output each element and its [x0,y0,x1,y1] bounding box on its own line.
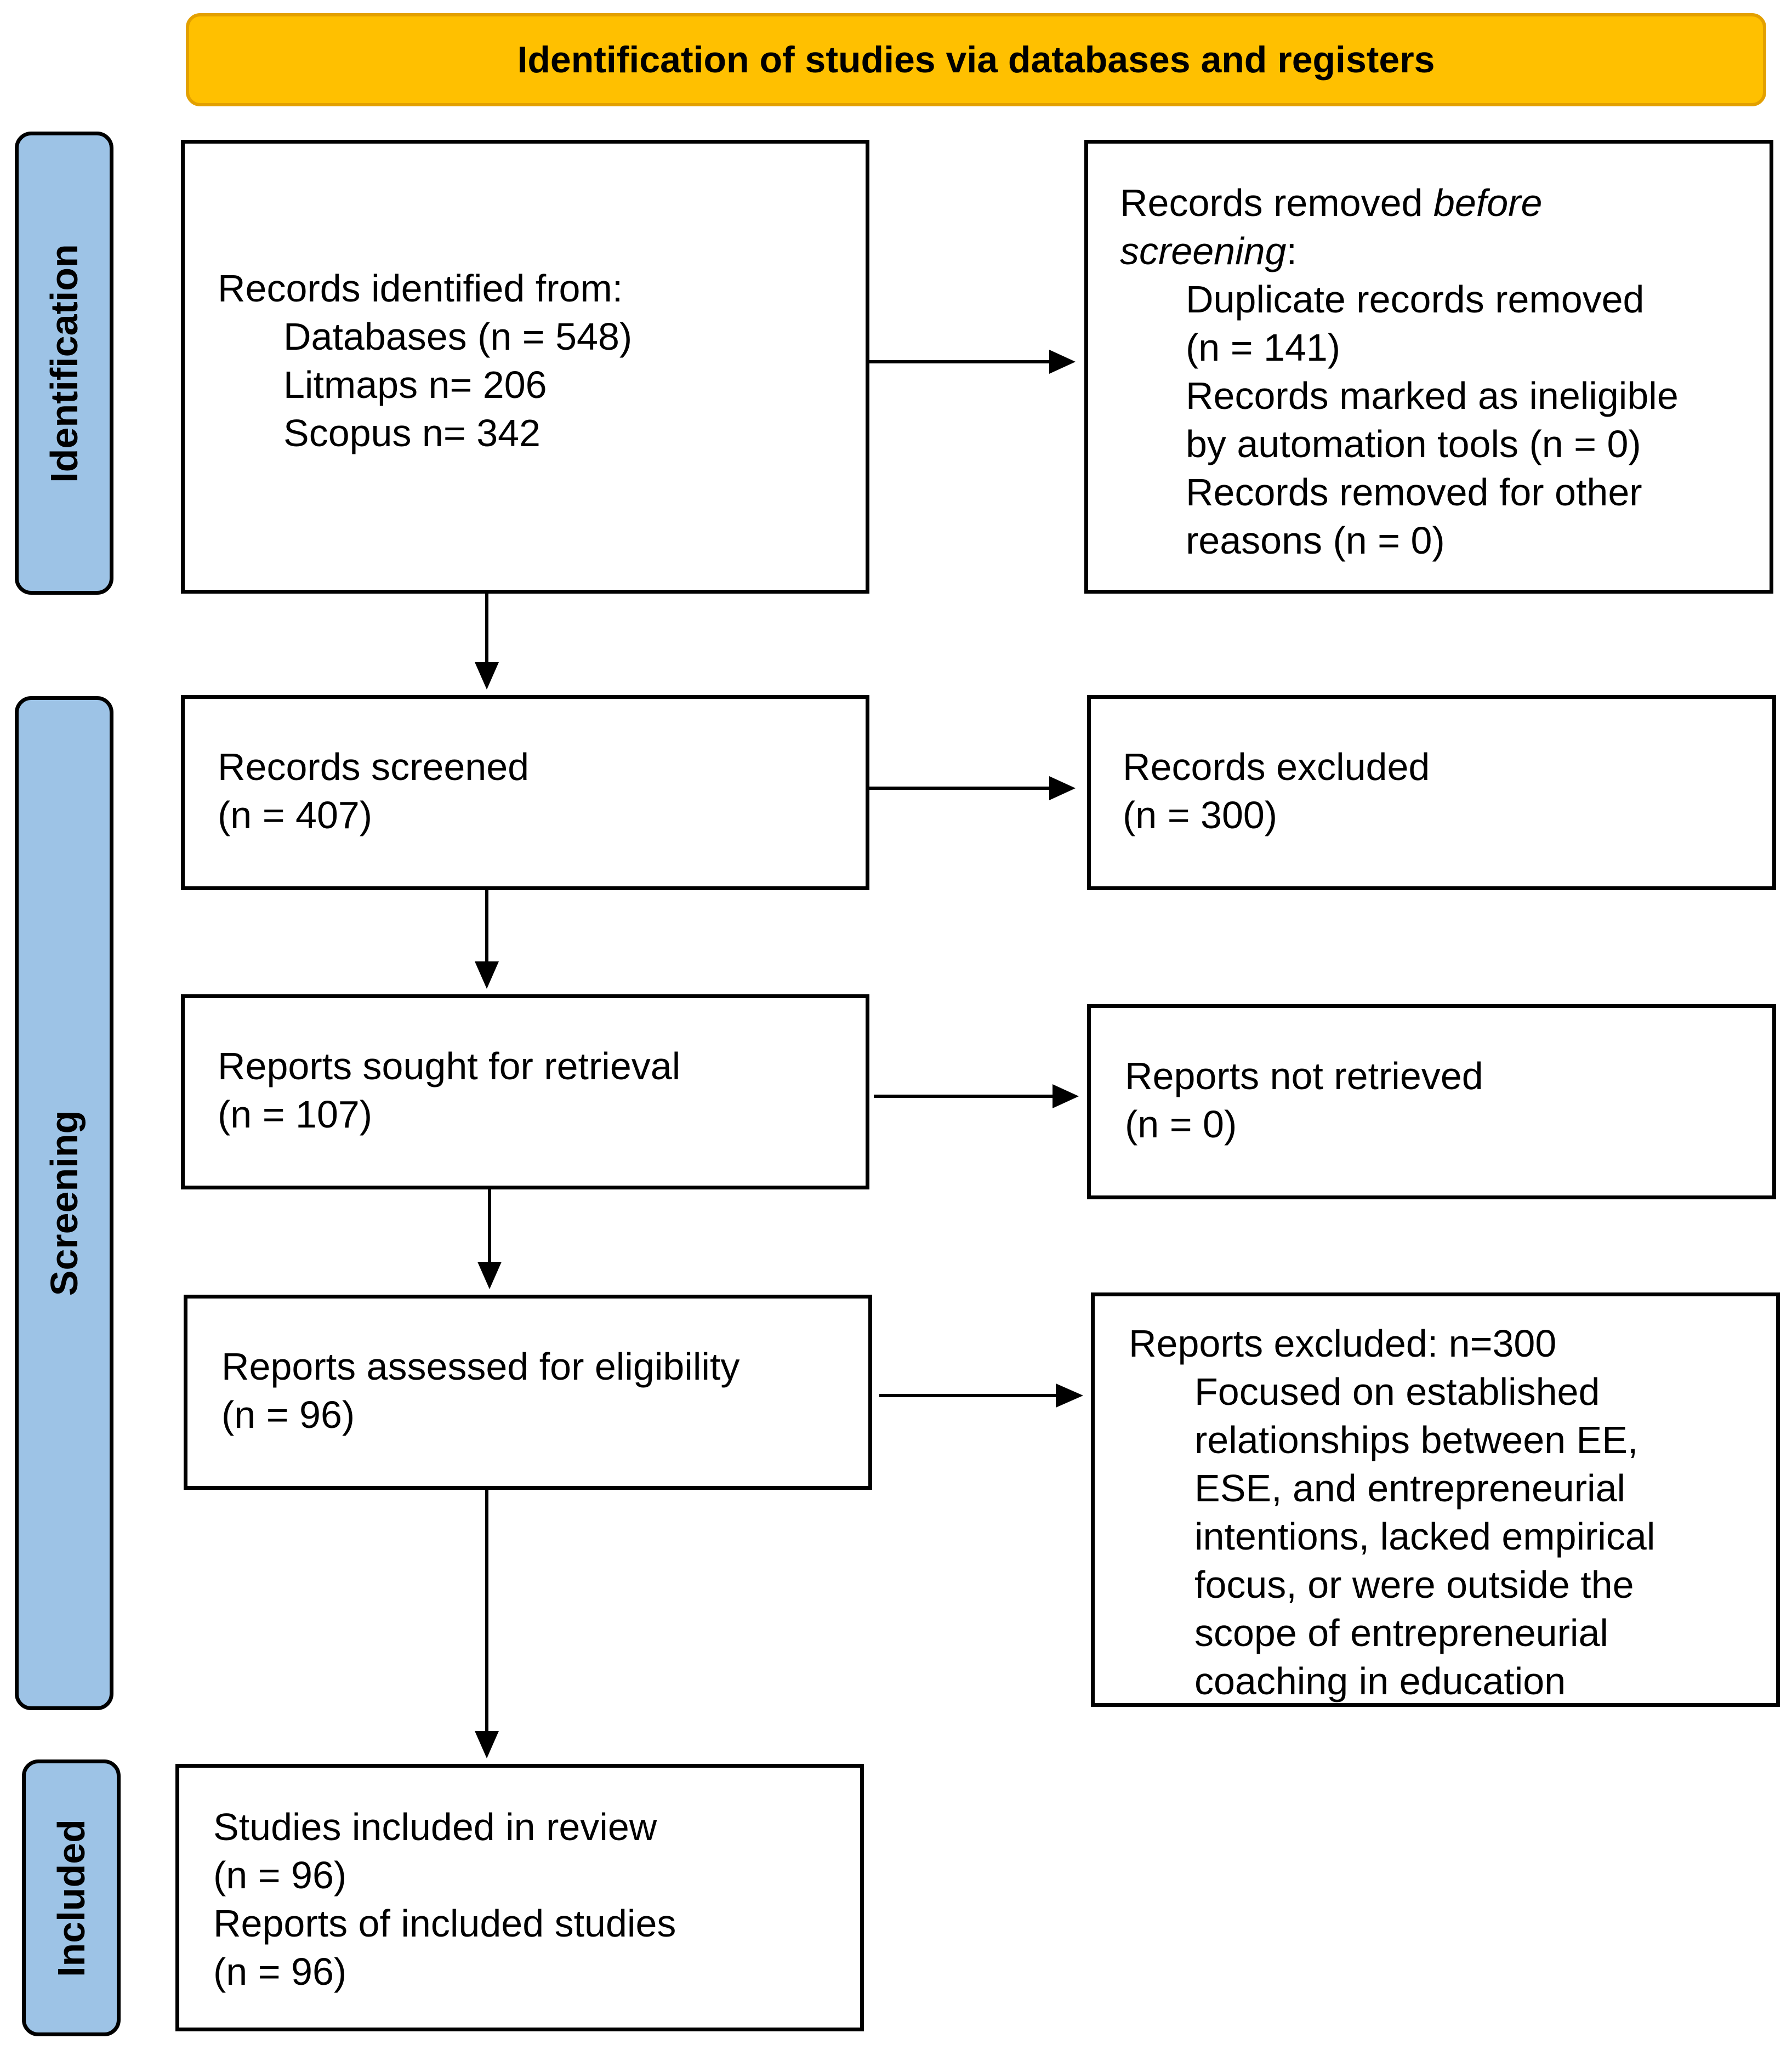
records-removed-title-suffix: : [1286,230,1297,272]
phase-identification: Identification [15,132,113,595]
records-screened-count: (n = 407) [218,794,373,836]
reports-assessed-count: (n = 96) [221,1393,355,1436]
arrowhead-screened-to-excluded [1049,776,1076,800]
records-removed-title: Records removed before [1120,179,1770,227]
records-identified-title: Records identified from: [218,267,623,310]
reports-excluded-title: Reports excluded: n=300 [1129,1322,1557,1365]
records-removed-ineligible: Records marked as ineligible [1186,374,1679,417]
records-removed-other-count: reasons (n = 0) [1186,519,1445,562]
reports-not-retrieved-box: Reports not retrieved (n = 0) [1087,1004,1776,1199]
header-banner: Identification of studies via databases … [186,13,1766,106]
arrowhead-identified-to-removed [1049,350,1076,374]
arrowhead-screened-to-sought [475,961,499,989]
reports-included-title: Reports of included studies [213,1902,676,1945]
reports-excluded-reason-line: relationships between EE, [1194,1419,1639,1461]
reports-excluded-reason-line: scope of entrepreneurial [1194,1611,1608,1654]
records-removed-box: Records removed before screening: Duplic… [1084,140,1773,594]
phase-included: Included [22,1759,121,2036]
records-removed-duplicates: Duplicate records removed [1186,278,1645,321]
reports-excluded-reason-line: Focused on established [1194,1370,1600,1413]
records-identified-box: Records identified from: Databases (n = … [181,140,869,594]
header-title: Identification of studies via databases … [517,39,1435,81]
reports-sought-title: Reports sought for retrieval [218,1045,681,1087]
records-excluded-count: (n = 300) [1123,794,1278,836]
reports-assessed-title: Reports assessed for eligibility [221,1345,740,1388]
reports-included-count: (n = 96) [213,1950,347,1993]
records-removed-other: Records removed for other [1186,471,1642,514]
records-identified-litmaps: Litmaps n= 206 [283,363,547,406]
records-identified-scopus: Scopus n= 342 [283,412,541,454]
reports-excluded-reason-line: intentions, lacked empirical [1194,1515,1656,1558]
records-identified-databases: Databases (n = 548) [283,315,633,358]
arrowhead-assessed-to-included [475,1731,499,1758]
reports-not-retrieved-title: Reports not retrieved [1125,1055,1483,1097]
arrowhead-sought-to-not-retrieved [1053,1084,1079,1108]
records-removed-title-emphasis-2: screening [1120,230,1287,272]
records-removed-ineligible-count: by automation tools (n = 0) [1186,423,1641,465]
reports-excluded-reason-line: coaching in education [1194,1660,1566,1702]
records-excluded-title: Records excluded [1123,745,1430,788]
reports-excluded-reason-line: ESE, and entrepreneurial [1194,1467,1626,1510]
records-screened-title: Records screened [218,745,530,788]
records-removed-title-prefix: Records removed [1120,181,1433,224]
reports-assessed-box: Reports assessed for eligibility (n = 96… [184,1295,872,1490]
records-excluded-box: Records excluded (n = 300) [1087,695,1776,890]
studies-included-count: (n = 96) [213,1854,347,1897]
reports-sought-count: (n = 107) [218,1093,373,1136]
arrowhead-sought-to-assessed [477,1262,502,1289]
records-removed-title-cont: screening: [1120,227,1770,275]
records-screened-box: Records screened (n = 407) [181,695,869,890]
reports-excluded-box: Reports excluded: n=300 Focused on estab… [1091,1292,1780,1707]
studies-included-title: Studies included in review [213,1806,657,1848]
studies-included-box: Studies included in review (n = 96) Repo… [175,1764,864,2031]
reports-not-retrieved-count: (n = 0) [1125,1103,1237,1146]
records-removed-title-emphasis: before [1433,181,1543,224]
arrowhead-assessed-to-excluded [1056,1383,1083,1408]
reports-sought-box: Reports sought for retrieval (n = 107) [181,994,869,1189]
records-removed-duplicates-count: (n = 141) [1186,326,1341,369]
reports-excluded-reason-line: focus, or were outside the [1194,1563,1634,1606]
arrowhead-identified-to-screened [475,662,499,690]
phase-screening: Screening [15,696,113,1710]
